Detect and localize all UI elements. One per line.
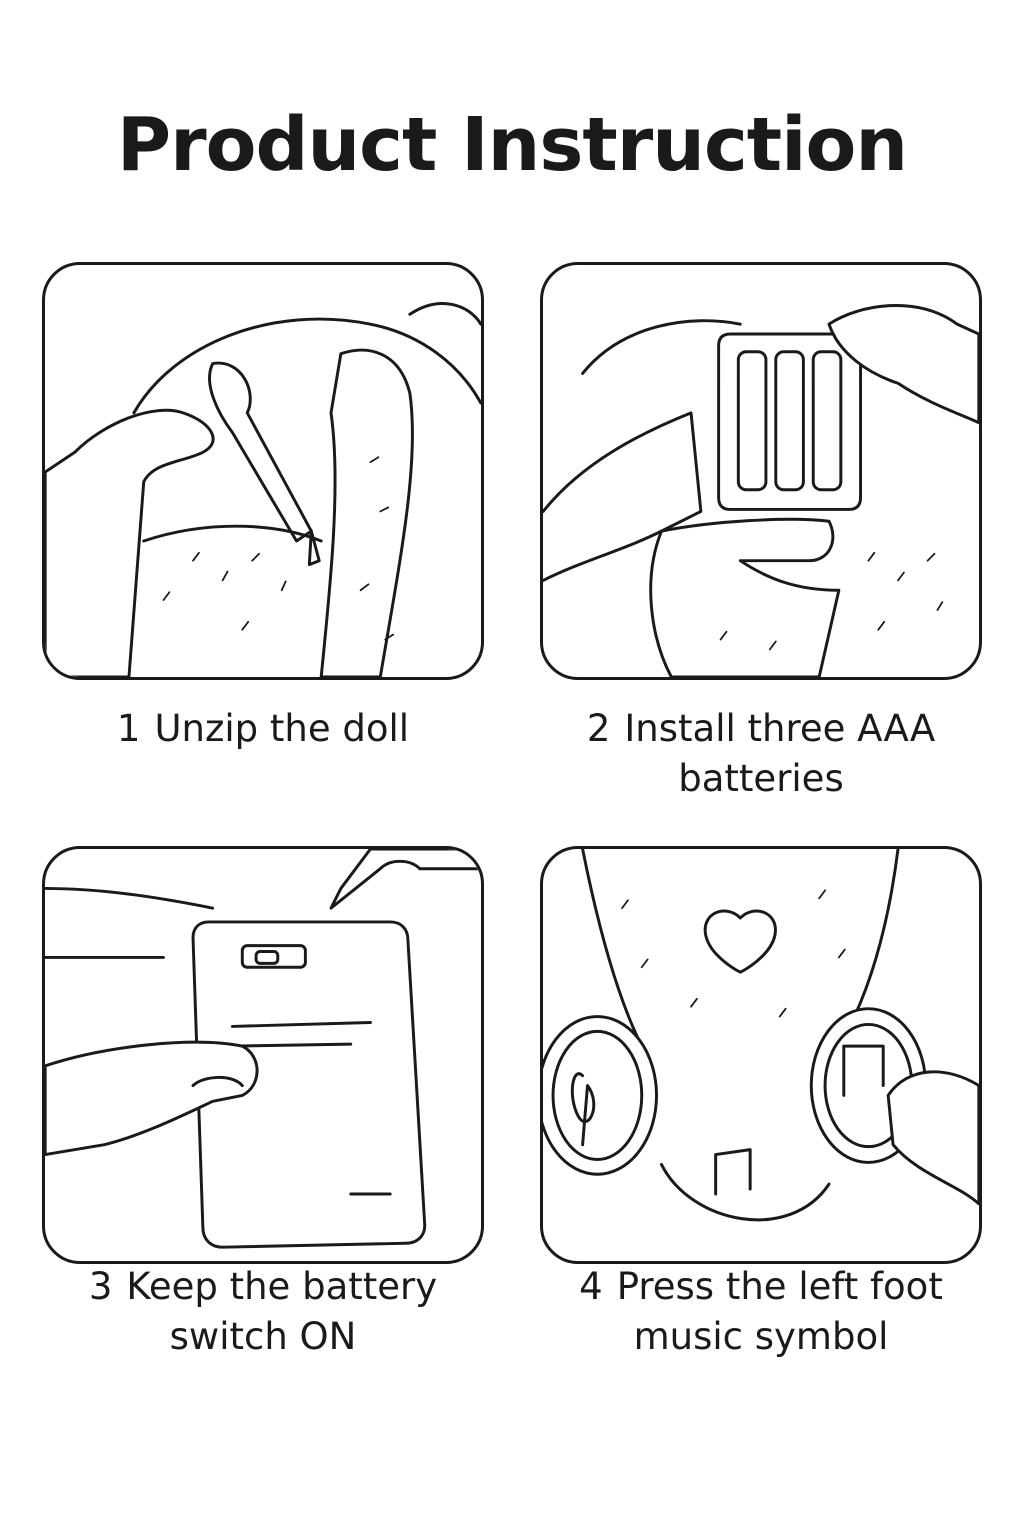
step-number: 4 (579, 1265, 603, 1308)
step-1-caption: 1 Unzip the doll (33, 704, 493, 754)
unzip-illustration (45, 302, 481, 677)
step-text-line2: batteries (678, 757, 844, 800)
battery-switch-illustration (45, 849, 481, 1249)
step-text-line1: Unzip the doll (154, 707, 410, 750)
step-number: 1 (116, 707, 141, 750)
step-text-line1: Press the left foot (616, 1265, 943, 1308)
step-text-line2: switch ON (169, 1315, 357, 1358)
foot-music-illustration (543, 849, 979, 1222)
step-4-caption: 4 Press the left foot music symbol (531, 1262, 991, 1362)
step-2-illustration (540, 262, 982, 680)
step-text-line1: Keep the battery (126, 1265, 438, 1308)
step-2-caption: 2 Install three AAA batteries (531, 704, 991, 804)
battery-install-illustration (543, 304, 979, 677)
step-text-line2: music symbol (633, 1315, 889, 1358)
step-number: 2 (586, 707, 611, 750)
step-4-illustration (540, 846, 982, 1264)
step-1-illustration (42, 262, 484, 680)
step-3-caption: 3 Keep the battery switch ON (33, 1262, 493, 1362)
step-text-line1: Install three AAA (624, 707, 936, 750)
step-3-illustration (42, 846, 484, 1264)
step-number: 3 (88, 1265, 113, 1308)
page-title: Product Instruction (116, 102, 908, 188)
